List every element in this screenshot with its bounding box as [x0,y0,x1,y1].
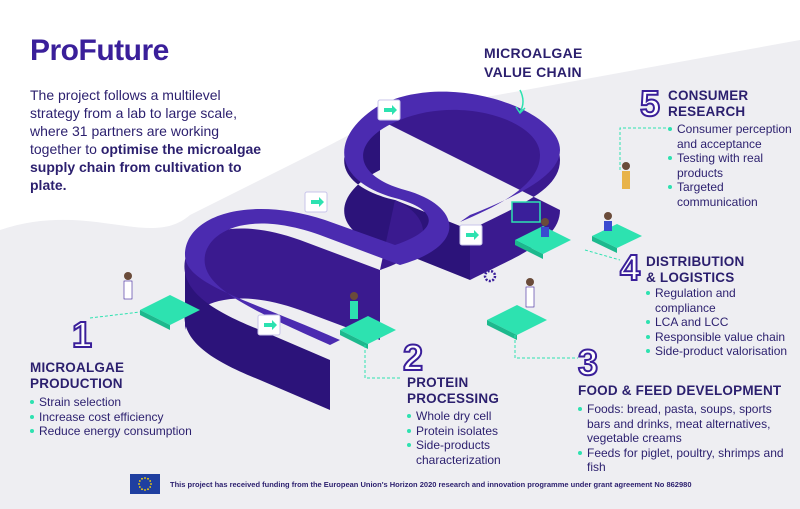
stage-3-number: 3 [577,342,599,383]
list-item: LCA and LCC [646,315,796,330]
monitor-icon [511,201,541,223]
list-item: Foods: bread, pasta, soups, sports bars … [578,402,788,446]
intro-highlight: optimise the microalgae supply chain fro… [30,141,262,193]
gear-icon [483,269,497,283]
list-item: Side-products characterization [407,438,517,467]
list-item: Regulation and compliance [646,286,796,315]
curved-arrow-icon [515,89,526,115]
stage-5-number: 5 [639,83,661,124]
dashed-connectors [89,127,668,379]
stage-3-title: FOOD & FEED DEVELOPMENT [578,383,782,398]
list-item: Strain selection [30,395,220,410]
value-chain-title: MICROALGAE VALUE CHAIN [484,45,583,80]
people-icons [123,162,630,319]
stage-4-bullets: Regulation and compliance LCA and LCC Re… [646,286,796,359]
list-item: Testing with real products [668,151,793,180]
list-item: Consumer perception and acceptance [668,122,793,151]
list-item: Responsible value chain [646,330,796,345]
stage-5-bullets: Consumer perception and acceptance Testi… [668,122,793,209]
eu-flag-icon [130,474,160,494]
stage-2-number: 2 [402,337,424,378]
ribbon-path [184,91,560,410]
list-item: Side-product valorisation [646,344,796,359]
list-item: Reduce energy consumption [30,424,220,439]
list-item: Protein isolates [407,424,517,439]
list-item: Feeds for piglet, poultry, shrimps and f… [578,446,788,475]
funding-footer: This project has received funding from t… [130,472,692,496]
stage-2-bullets: Whole dry cell Protein isolates Side-pro… [407,409,517,467]
stage-1-number: 1 [71,314,93,355]
intro-text: The project follows a multilevel strateg… [30,87,262,193]
stage-3-bullets: Foods: bread, pasta, soups, sports bars … [578,402,788,475]
list-item: Whole dry cell [407,409,517,424]
page-title: ProFuture [30,34,169,67]
list-item: Increase cost efficiency [30,410,220,425]
funding-text: This project has received funding from t… [170,479,692,489]
stage-4-title: DISTRIBUTION& LOGISTICS [646,254,745,285]
stage-1-bullets: Strain selection Increase cost efficienc… [30,395,220,439]
stage-4-number: 4 [619,247,641,288]
list-item: Targeted communication [668,180,793,209]
